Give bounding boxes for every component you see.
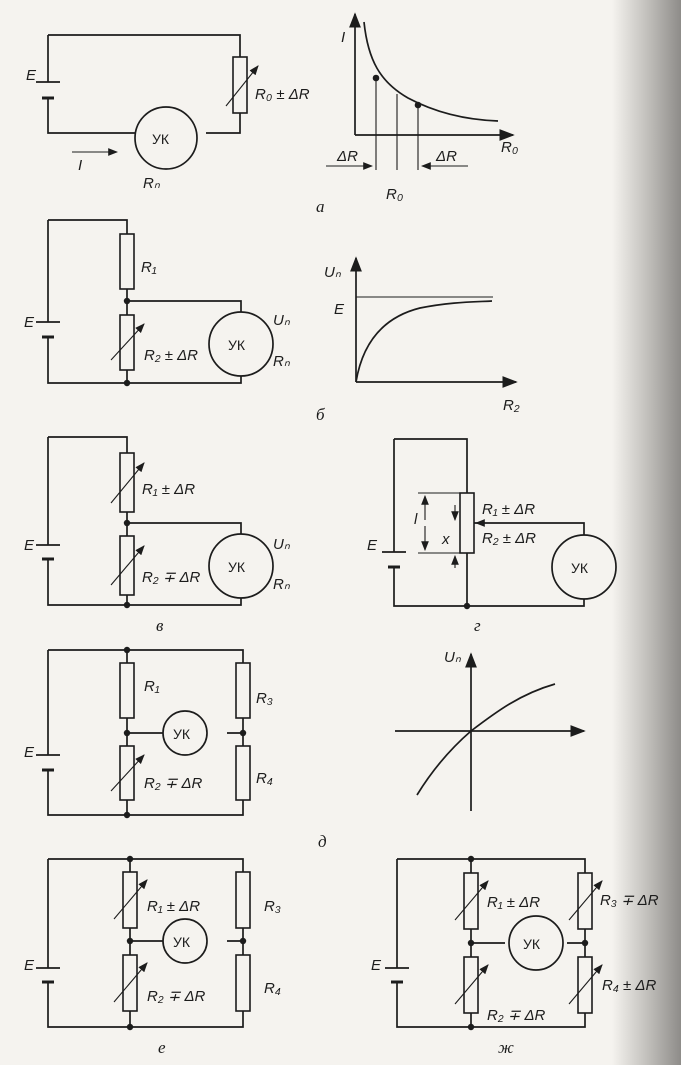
potentiometer <box>459 492 475 554</box>
caption-g: г <box>474 616 481 635</box>
u-label: Uₙ <box>273 536 291 553</box>
meter-uk <box>162 918 208 964</box>
x-axis-label: R₂ <box>503 397 520 414</box>
resistor-r4 <box>235 745 251 801</box>
x-axis-label: R₀ <box>501 139 518 156</box>
source-label: E <box>24 744 35 761</box>
length-label: l <box>414 511 418 528</box>
source-label: E <box>367 537 378 554</box>
r4-label: R₄ <box>256 770 273 787</box>
hyperbolic-curve <box>363 21 499 122</box>
fig-g-circuit: E R₁ ± ΔR R₂ ± ΔR l x УК <box>367 438 617 610</box>
resistor-r1 <box>119 233 135 290</box>
y-axis-label: Uₙ <box>324 264 342 281</box>
source-label: E <box>26 67 37 84</box>
meter-uk <box>134 106 198 170</box>
caption-d: д <box>318 832 327 851</box>
r4-label: R₄ <box>264 980 281 997</box>
r2-label: R₂ ∓ ΔR <box>147 988 206 1005</box>
r3-label: R₃ ∓ ΔR <box>600 892 659 909</box>
r2-label: R₂ ∓ ΔR <box>144 775 203 792</box>
saturation-curve <box>355 300 493 383</box>
caption-e: е <box>158 1038 166 1057</box>
r1-label: R₁ <box>144 678 160 695</box>
fig-b-circuit: E R₁ R₂ ± ΔR УК Uₙ Rₙ <box>24 219 291 387</box>
r1-label: R₁ ± ΔR <box>482 501 535 518</box>
r2-label: R₂ ∓ ΔR <box>142 569 201 586</box>
e-level-label: E <box>334 301 345 318</box>
source-label: E <box>24 314 35 331</box>
load-label: Rₙ <box>143 175 161 192</box>
current-label: I <box>78 157 82 174</box>
load-label: Rₙ <box>273 576 291 593</box>
fig-a-circuit: E R₀ ± ΔR УК Rₙ I <box>26 34 310 192</box>
variable-resistor-r1 <box>119 452 135 513</box>
caption-a: а <box>316 197 325 216</box>
source-label: E <box>24 957 35 974</box>
r2-label: R₂ ∓ ΔR <box>487 1007 546 1024</box>
fig-d-graph: Uₙ <box>395 649 586 811</box>
x-label: x <box>441 531 450 548</box>
r4-label: R₄ ± ΔR <box>602 977 656 994</box>
resistor-r1 <box>119 662 135 719</box>
meter-uk <box>551 534 617 600</box>
meter-label: УК <box>173 934 191 950</box>
meter-label: УК <box>173 726 191 742</box>
caption-v: в <box>156 616 164 635</box>
meter-label: УК <box>571 560 589 576</box>
y-axis-label: Uₙ <box>444 649 462 666</box>
meter-label: УК <box>523 936 541 952</box>
meter-uk <box>508 915 564 971</box>
resistor-r4 <box>235 954 251 1012</box>
meter-label: УК <box>152 131 170 147</box>
source-label: E <box>371 957 382 974</box>
r2-label: R₂ ± ΔR <box>144 347 198 364</box>
r3-label: R₃ <box>256 690 273 707</box>
meter-uk <box>162 710 208 756</box>
resistor-r3 <box>235 871 251 929</box>
y-axis-label: I <box>341 29 345 46</box>
fig-v-circuit: E R₁ ± ΔR R₂ ∓ ΔR УК Uₙ Rₙ <box>24 436 291 609</box>
delta-right-label: ΔR <box>435 148 457 165</box>
fig-d-circuit: E R₁ R₂ ∓ ΔR R₃ R₄ УК <box>24 646 273 819</box>
meter-label: УК <box>228 559 246 575</box>
fig-a-graph: I R₀ ΔR ΔR R₀ <box>326 12 518 203</box>
r1-label: R₁ <box>141 259 157 276</box>
page-edge-shadow <box>612 0 681 1065</box>
r1-label: R₁ ± ΔR <box>487 894 540 911</box>
fig-zh-circuit: E R₁ ± ΔR R₂ ∓ ΔR R₃ ∓ ΔR R₄ ± ΔR УК <box>371 855 659 1031</box>
r0-label: R₀ ± ΔR <box>255 86 310 103</box>
fig-b-graph: Uₙ E R₂ <box>324 256 520 414</box>
variable-arrow <box>225 65 259 107</box>
variable-resistor-r0 <box>232 56 248 114</box>
caption-zh: ж <box>498 1038 514 1057</box>
bridge-output-curve <box>416 683 556 796</box>
resistor-r3 <box>235 662 251 719</box>
fig-e-circuit: E R₁ ± ΔR R₂ ∓ ΔR R₃ R₄ УК <box>24 855 281 1031</box>
center-label: R₀ <box>386 186 403 203</box>
r2-label: R₂ ± ΔR <box>482 530 536 547</box>
source-label: E <box>24 537 35 554</box>
r1-label: R₁ ± ΔR <box>142 481 195 498</box>
meter-label: УК <box>228 337 246 353</box>
meter-uk <box>208 533 274 599</box>
delta-left-label: ΔR <box>336 148 358 165</box>
r1-label: R₁ ± ΔR <box>147 898 200 915</box>
u-label: Uₙ <box>273 312 291 329</box>
load-label: Rₙ <box>273 353 291 370</box>
caption-b: б <box>316 405 325 424</box>
meter-uk <box>208 311 274 377</box>
r3-label: R₃ <box>264 898 281 915</box>
